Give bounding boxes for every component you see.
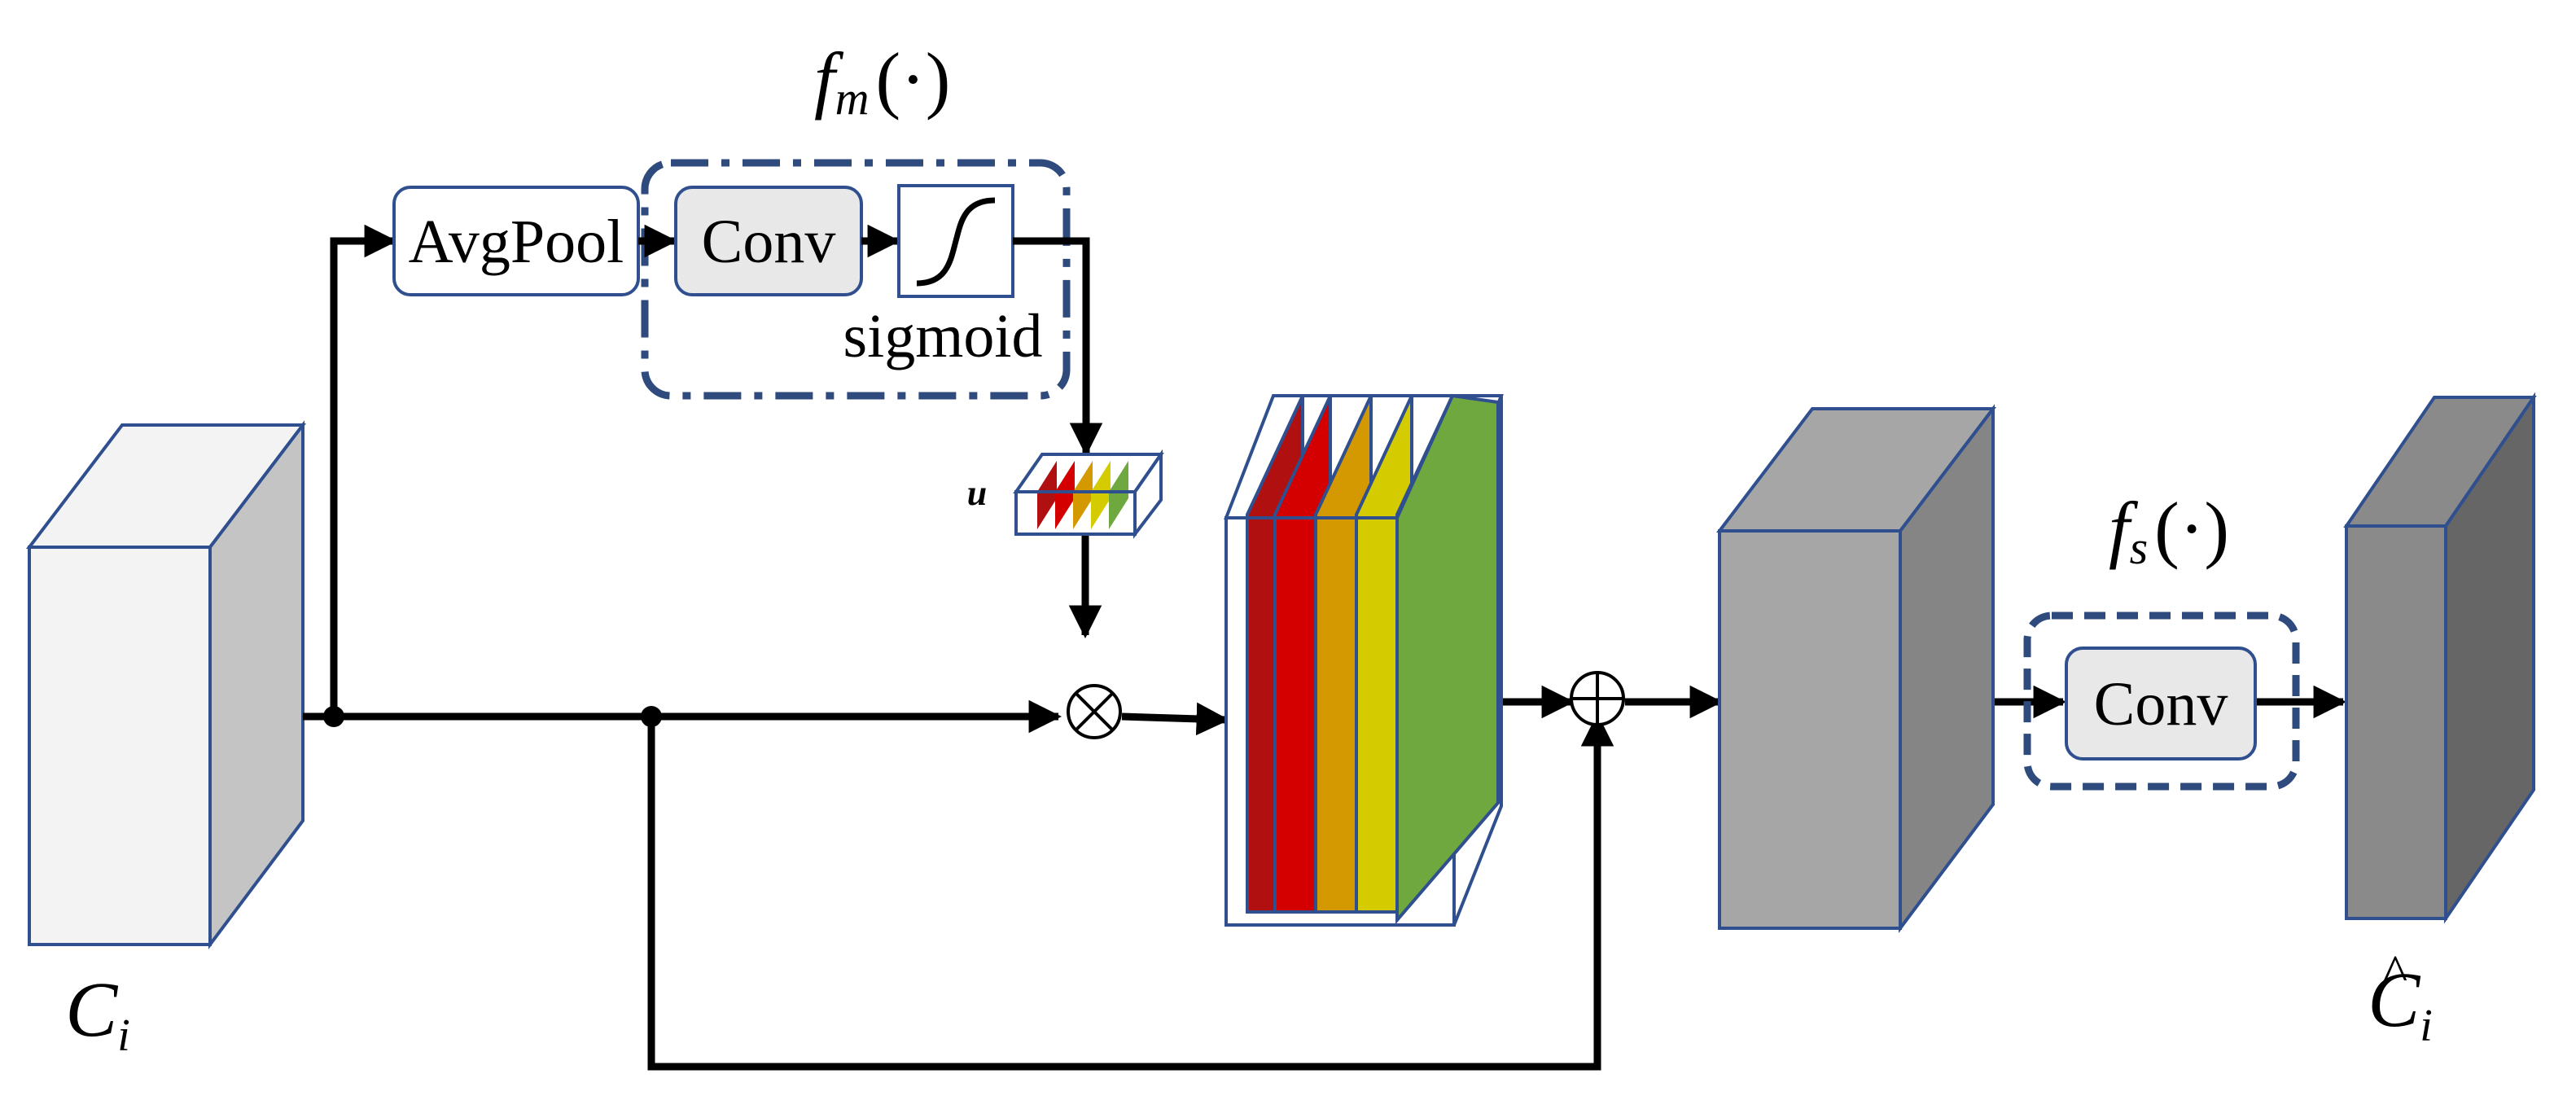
input-label: Ci — [65, 966, 130, 1061]
output-label: Ci — [2368, 956, 2433, 1051]
output-feature-cuboid — [2343, 392, 2537, 924]
fs-label: fs(·) — [2109, 487, 2229, 574]
sigmoid-to-weights-arrow — [1013, 237, 1103, 457]
output-hat: ^ — [2383, 944, 2407, 1002]
u-label: u — [967, 473, 987, 513]
branch-dot-top — [323, 706, 344, 727]
reweighted-feature-stack — [1224, 393, 1504, 927]
fm-dashed-group — [641, 159, 1071, 400]
sigmoid-curve-icon — [916, 197, 996, 287]
fm-label: fm(·) — [814, 37, 950, 125]
branch-dot-skip — [641, 706, 662, 727]
fused-feature-cuboid — [1715, 404, 1997, 933]
conv-top-label: Conv — [702, 208, 836, 276]
multiply-operator-icon — [1067, 684, 1122, 739]
avgpool-label: AvgPool — [409, 208, 624, 276]
add-operator-icon — [1570, 671, 1625, 726]
fs-dashed-group — [2023, 611, 2300, 791]
channel-weight-vector — [1013, 449, 1164, 539]
input-feature-cuboid — [25, 420, 307, 949]
conv-right-box — [2065, 647, 2257, 761]
conv-right-label: Conv — [2094, 670, 2228, 739]
main-flow-lines — [303, 224, 2347, 1071]
sigmoid-label: sigmoid — [843, 302, 1043, 370]
